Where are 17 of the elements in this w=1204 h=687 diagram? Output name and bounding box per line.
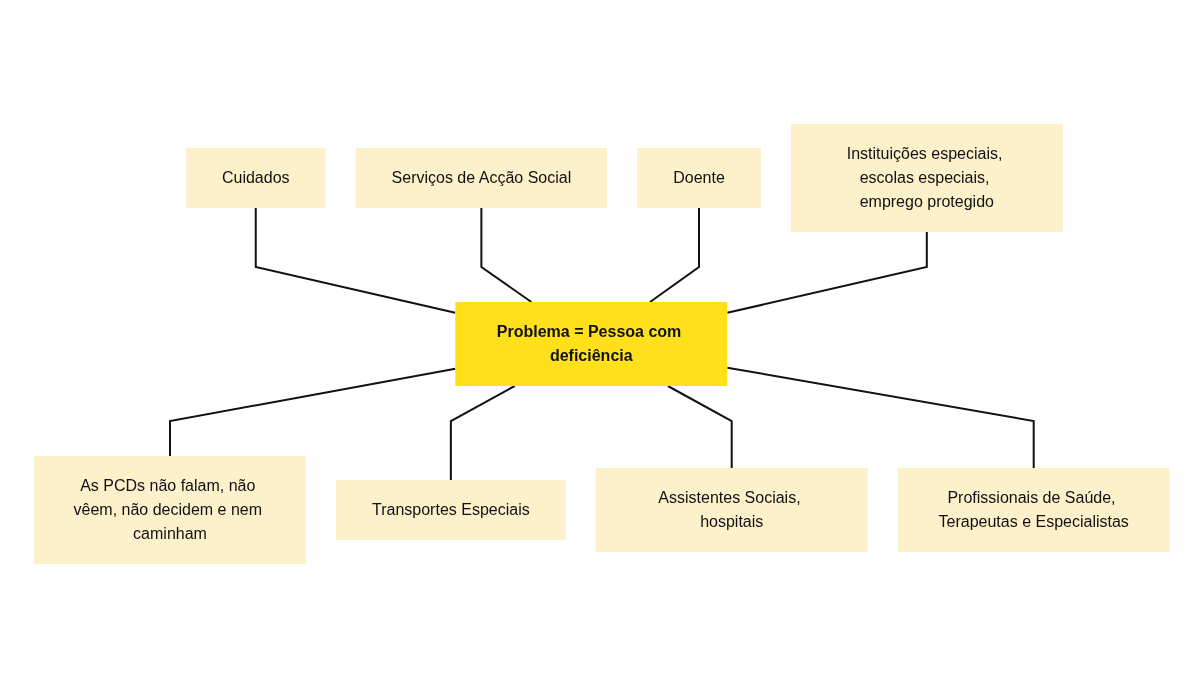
node-box: Profissionais de Saúde, Terapeutas e Especialistas [897, 467, 1170, 552]
connector [254, 206, 457, 314]
node-box: Assistentes Sociais, hospitais [595, 467, 868, 552]
node-box: As PCDs não falam, não vêem, não decidem e nem caminham [34, 455, 307, 564]
connector [726, 366, 1035, 469]
connector [726, 230, 928, 314]
connector [169, 367, 457, 457]
connector [649, 206, 701, 303]
node-box: Serviços de Acção Social [355, 147, 608, 208]
connector [450, 384, 516, 481]
node-box: Transportes Especiais [336, 479, 566, 540]
connector [667, 384, 733, 469]
node-box: Cuidados [186, 147, 326, 208]
node-box: Problema = Pessoa com deficiência [455, 301, 728, 386]
node-box: Doente [637, 147, 761, 208]
connector [480, 206, 533, 303]
node-box: Instituições especiais, escolas especiais, emprego protegido [790, 123, 1063, 232]
